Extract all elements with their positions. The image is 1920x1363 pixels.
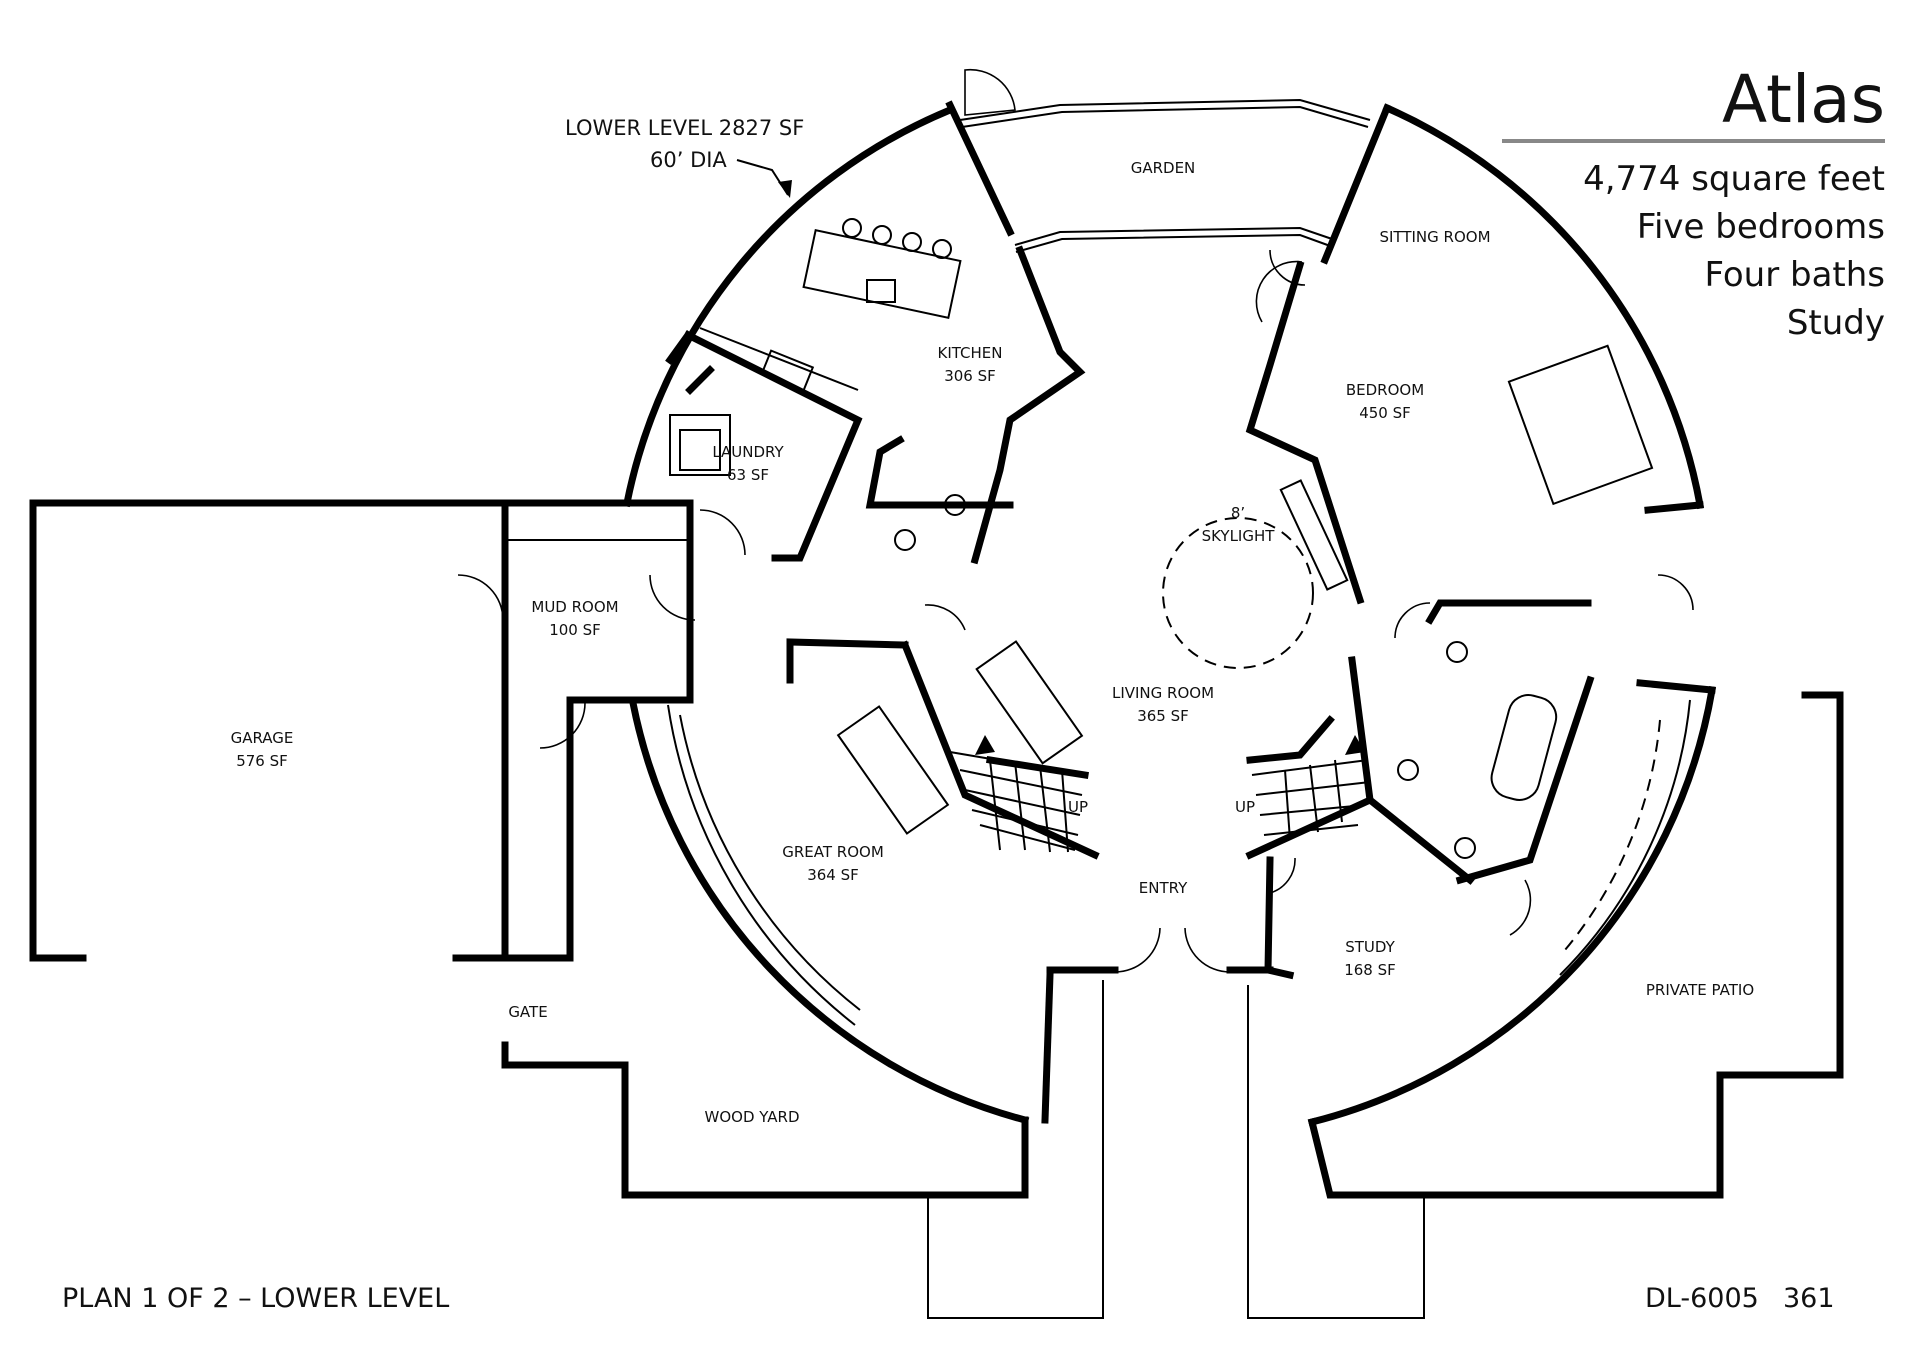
label-great-room: GREAT ROOM <box>782 843 884 861</box>
right-stair-up-arrow <box>1345 735 1365 755</box>
label-garage: GARAGE <box>231 729 294 747</box>
page-number: 361 <box>1783 1283 1835 1314</box>
label-living-room: LIVING ROOM <box>1112 684 1214 702</box>
master-bath-toilet <box>1454 837 1476 859</box>
label-laundry: LAUNDRY <box>712 443 784 461</box>
plan-title: Atlas <box>1722 61 1885 138</box>
bed <box>1507 344 1654 506</box>
feature-baths: Four baths <box>1705 255 1886 295</box>
label-garden: GARDEN <box>1131 159 1196 177</box>
garden-glazing <box>959 98 1371 253</box>
kitchen-bath-toilet <box>944 494 966 516</box>
feature-square-feet: 4,774 square feet <box>1583 159 1885 199</box>
level-note-diameter: 60’ DIA <box>650 148 727 172</box>
patio-curved-glazing <box>1564 719 1661 951</box>
living-room-sofa <box>975 640 1084 765</box>
plan-code: DL-6005 <box>1645 1283 1759 1314</box>
garage-walls <box>29 499 694 962</box>
plan-label: PLAN 1 OF 2 – LOWER LEVEL <box>62 1283 449 1314</box>
private-patio-walls <box>1307 691 1844 1199</box>
laundry-appliances <box>669 414 731 476</box>
bathtub <box>1490 694 1558 801</box>
label-study-area: 168 SF <box>1344 961 1396 979</box>
level-note-arrowhead <box>778 180 792 198</box>
dome-outer-walls <box>622 103 1717 1127</box>
label-mud-room: MUD ROOM <box>531 598 618 616</box>
left-stair-up-arrow <box>975 735 995 755</box>
level-note-leader <box>736 159 789 196</box>
label-wood-yard: WOOD YARD <box>705 1108 800 1126</box>
feature-bedrooms: Five bedrooms <box>1637 207 1885 247</box>
wood-yard-walls <box>501 1041 1029 1199</box>
doors <box>457 68 1694 973</box>
label-mud-room-area: 100 SF <box>549 621 601 639</box>
label-stair-up-right: UP <box>1235 798 1255 816</box>
label-living-room-area: 365 SF <box>1137 707 1189 725</box>
label-kitchen-area: 306 SF <box>944 367 996 385</box>
right-stair-treads <box>1251 759 1371 841</box>
label-bedroom: BEDROOM <box>1346 381 1424 399</box>
kitchen-counter <box>699 327 859 392</box>
label-great-room-area: 364 SF <box>807 866 859 884</box>
feature-study: Study <box>1787 303 1885 343</box>
label-skylight: SKYLIGHT <box>1202 527 1276 545</box>
master-bath-sink-2 <box>1397 759 1419 781</box>
entry-walks <box>927 980 1425 1319</box>
label-entry: ENTRY <box>1139 879 1188 897</box>
level-note-area: LOWER LEVEL 2827 SF <box>565 116 804 140</box>
label-bedroom-area: 450 SF <box>1359 404 1411 422</box>
label-study: STUDY <box>1345 938 1395 956</box>
left-stair-treads <box>949 751 1086 853</box>
great-room-glazing <box>667 704 856 1026</box>
label-garage-area: 576 SF <box>236 752 288 770</box>
label-stair-up-left: UP <box>1068 798 1088 816</box>
skylight-outline <box>1162 517 1314 669</box>
master-bath-sink-1 <box>1446 641 1468 663</box>
label-kitchen: KITCHEN <box>938 344 1003 362</box>
kitchen-island <box>802 218 962 319</box>
great-room-sofa <box>836 705 950 835</box>
bedroom-dresser <box>1279 479 1349 591</box>
label-private-patio: PRIVATE PATIO <box>1646 981 1754 999</box>
interior-walls <box>665 100 1716 1124</box>
label-laundry-area: 63 SF <box>727 466 769 484</box>
label-sitting-room: SITTING ROOM <box>1379 228 1490 246</box>
label-gate: GATE <box>508 1003 547 1021</box>
label-skylight-size: 8’ <box>1231 504 1245 522</box>
kitchen-bath-sink <box>894 529 916 551</box>
